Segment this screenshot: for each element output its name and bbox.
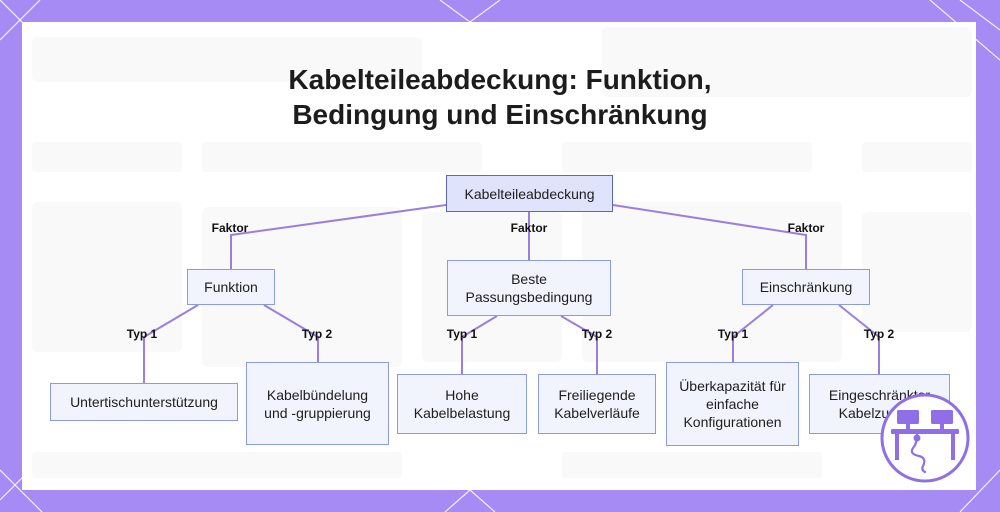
edge-label-typ2-funktion: Typ 2 (301, 327, 333, 341)
edge-einschraenkung-ueberkapazitaet (732, 304, 774, 362)
node-ueberkapazitaet: Überkapazität für einfache Konfiguration… (666, 362, 799, 446)
node-freiliegend: Freiliegende Kabelverläufe (538, 374, 656, 434)
node-untertisch: Untertischunterstützung (50, 383, 238, 421)
edge-label-typ2-bedingung: Typ 2 (581, 327, 613, 341)
edge-label-faktor-center: Faktor (510, 221, 548, 235)
edge-funktion-untertisch (143, 304, 199, 383)
edge-funktion-buendelung (263, 304, 319, 362)
edge-einschraenkung-zugang (838, 304, 880, 374)
page-title: Kabelteileabdeckung: Funktion, Bedingung… (0, 62, 1000, 132)
edge-bedingung-freiliegend (560, 315, 598, 374)
node-bedingung: Beste Passungsbedingung (447, 260, 611, 316)
edge-bedingung-belastung (461, 315, 498, 374)
desk-cable-logo-icon (880, 393, 970, 483)
edge-label-faktor-right: Faktor (787, 221, 825, 235)
node-einschraenkung: Einschränkung (742, 269, 870, 305)
edge-label-typ1-funktion: Typ 1 (126, 327, 158, 341)
edge-label-typ1-bedingung: Typ 1 (446, 327, 478, 341)
title-line-2: Bedingung und Einschränkung (292, 99, 708, 130)
title-line-1: Kabelteileabdeckung: Funktion, (288, 64, 712, 95)
edge-label-faktor-left: Faktor (211, 221, 249, 235)
edge-root-einschraenkung (612, 204, 807, 269)
node-root: Kabelteileabdeckung (446, 175, 613, 212)
node-belastung: Hohe Kabelbelastung (397, 374, 527, 434)
edge-root-funktion (230, 204, 447, 269)
edge-label-typ2-einschraenkung: Typ 2 (863, 327, 895, 341)
edge-label-typ1-einschraenkung: Typ 1 (717, 327, 749, 341)
node-funktion: Funktion (187, 269, 275, 305)
node-buendelung: Kabelbündelung und -gruppierung (246, 362, 389, 445)
